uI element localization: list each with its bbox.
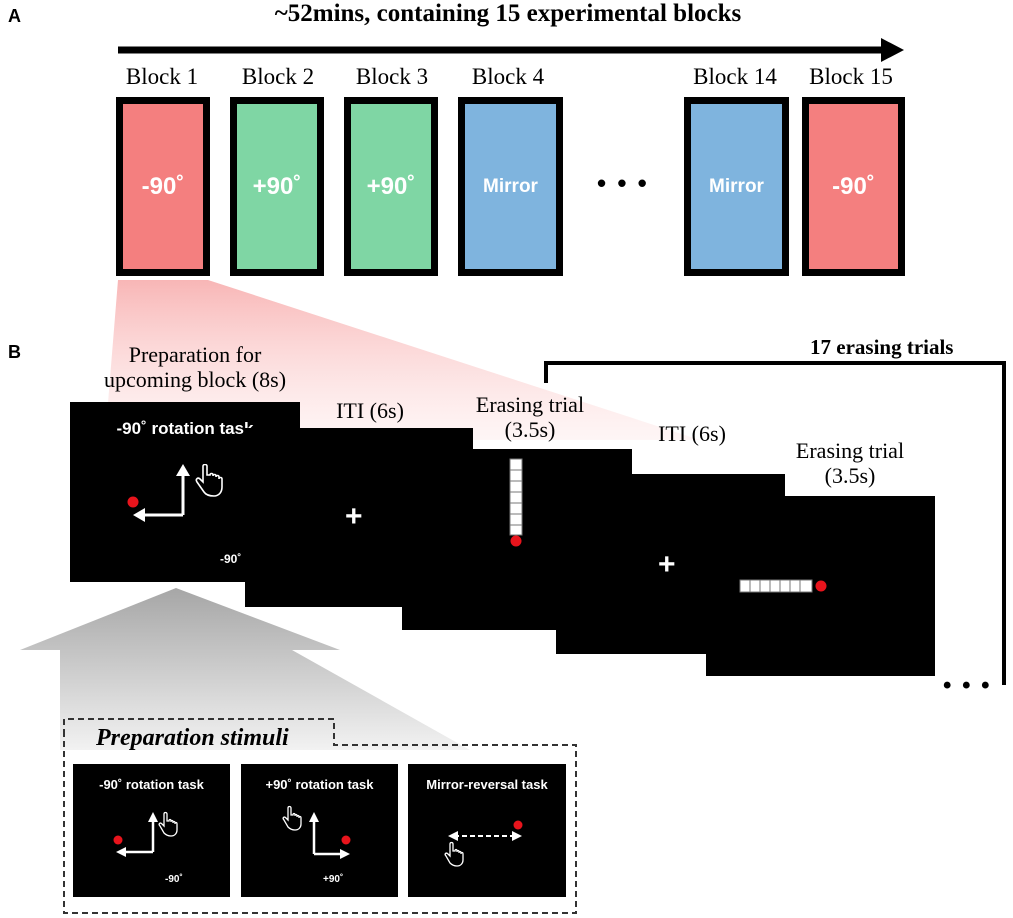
- erase-bar-vertical: [509, 458, 523, 547]
- erase2-caption-line2: (3.5s): [824, 463, 876, 488]
- block-3: +90˚: [344, 97, 438, 276]
- block-15: -90˚: [802, 97, 905, 276]
- block-15-condition: -90˚: [832, 172, 875, 200]
- stimulus-neg90-arrows-icon: [113, 811, 178, 857]
- block-label-1: Block 1: [125, 64, 199, 89]
- rotation-arrows-icon: [127, 464, 190, 522]
- block-1: -90˚: [116, 97, 210, 276]
- iti1-caption: ITI (6s): [336, 398, 404, 423]
- stimulus-pos90-title: +90˚ rotation task: [265, 777, 374, 792]
- stimulus-neg90-angle: -90˚: [165, 874, 183, 885]
- erase1-caption-line2: (3.5s): [504, 417, 556, 442]
- erasing-trials-bracket: [544, 361, 1006, 685]
- prep-stimuli-title: Preparation stimuli: [96, 725, 289, 751]
- stimulus-mirror: Mirror-reversal task: [408, 764, 566, 897]
- hand-pointer-icon: [195, 464, 223, 497]
- stimulus-mirror-arrows-icon: [444, 820, 523, 867]
- trials-ellipsis: • • •: [943, 672, 992, 699]
- grey-up-arrow: [20, 588, 470, 750]
- block-label-4: Block 4: [471, 64, 545, 89]
- block-14-condition: Mirror: [709, 175, 764, 197]
- iti2-caption: ITI (6s): [658, 421, 726, 446]
- erase-bar-horizontal: [739, 579, 827, 593]
- blocks-ellipsis: • • •: [597, 168, 649, 198]
- prep-caption-line2: upcoming block (8s): [103, 367, 287, 392]
- stimulus-pos90-angle: +90˚: [323, 874, 344, 885]
- block-14: Mirror: [684, 97, 789, 276]
- erase2-caption: Erasing trial (3.5s): [775, 438, 925, 488]
- stimulus-mirror-title: Mirror-reversal task: [426, 777, 548, 792]
- block-4: Mirror: [458, 97, 563, 276]
- block-3-condition: +90˚: [366, 172, 416, 200]
- prep-caption-line1: Preparation for: [128, 342, 262, 367]
- prep-stimuli-frame: [63, 718, 577, 914]
- prep-screen-title: -90˚ rotation task: [116, 419, 254, 438]
- block-2-condition: +90˚: [252, 172, 302, 200]
- block-label-2: Block 2: [241, 64, 315, 89]
- prep-screen-angle: -90˚: [220, 552, 242, 566]
- panel-b-label: B: [8, 342, 21, 362]
- erase1-caption: Erasing trial (3.5s): [455, 392, 605, 442]
- block-1-condition: -90˚: [141, 172, 185, 200]
- block-label-3: Block 3: [355, 64, 429, 89]
- block-2: +90˚: [230, 97, 324, 276]
- stimulus-neg90-title: -90˚ rotation task: [99, 777, 204, 792]
- fixation-cross-1: +: [345, 500, 363, 533]
- block-label-14: Block 14: [693, 64, 777, 89]
- stimulus-neg90: -90˚ rotation task -90˚: [73, 764, 230, 897]
- stimulus-pos90-arrows-icon: [282, 805, 351, 859]
- panel-a-label: A: [8, 6, 21, 26]
- erase2-screen: [706, 496, 935, 676]
- timeline-title: ~52mins, containing 15 experimental bloc…: [274, 0, 742, 27]
- prep-caption: Preparation for upcoming block (8s): [80, 342, 310, 392]
- bracket-label: 17 erasing trials: [810, 335, 954, 359]
- erase2-caption-line1: Erasing trial: [795, 438, 905, 463]
- block-4-condition: Mirror: [483, 175, 538, 197]
- timeline-arrow: [118, 38, 904, 62]
- fixation-cross-2: +: [658, 548, 676, 581]
- block-label-15: Block 15: [809, 64, 893, 89]
- erase1-caption-line1: Erasing trial: [475, 392, 585, 417]
- stimulus-pos90: +90˚ rotation task +90˚: [241, 764, 398, 897]
